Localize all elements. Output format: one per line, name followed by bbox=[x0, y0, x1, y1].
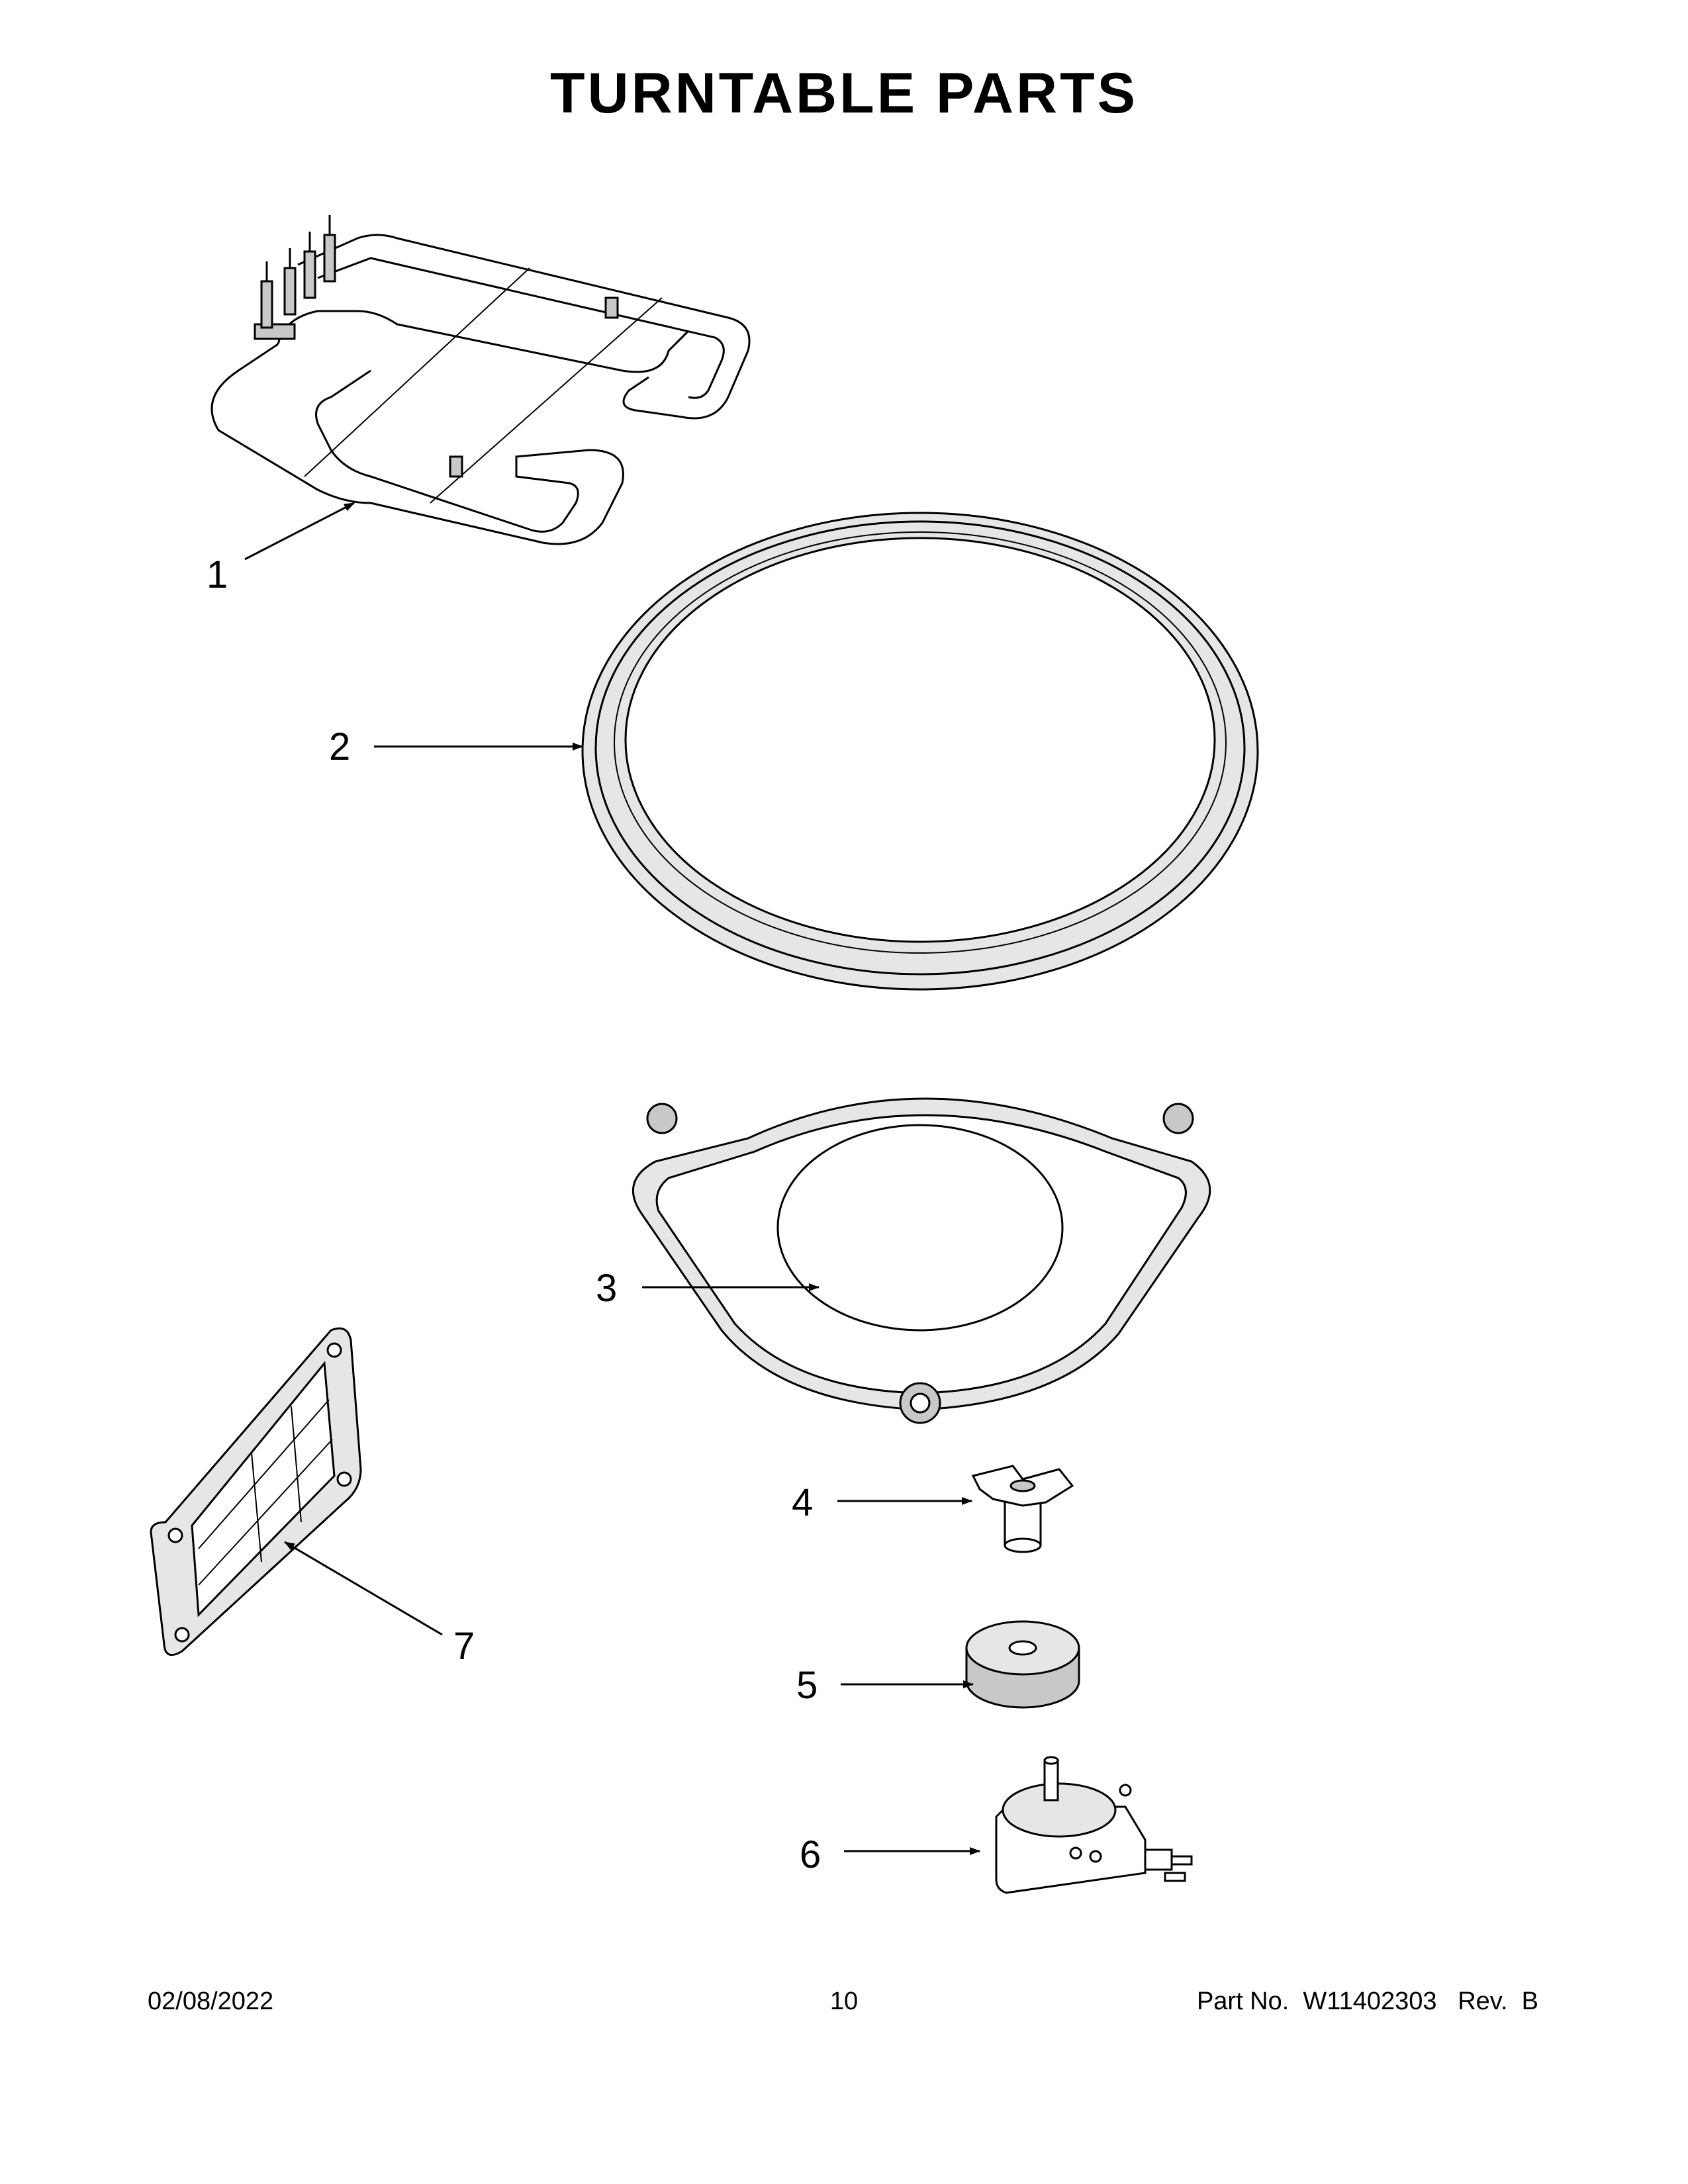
washer-part bbox=[965, 1620, 1080, 1709]
leader-lines bbox=[244, 502, 980, 1855]
turntable-glass-tray-part bbox=[581, 512, 1259, 991]
footer-date: 02/08/2022 bbox=[148, 1987, 274, 2015]
footer-part-number: Part No. W11402303 Rev. B bbox=[1196, 1987, 1538, 2015]
callout-7: 7 bbox=[453, 1625, 475, 1668]
leader-line-1 bbox=[244, 502, 355, 561]
turntable-motor-part bbox=[995, 1756, 1193, 1894]
leader-line-7 bbox=[284, 1541, 443, 1636]
callout-1: 1 bbox=[207, 553, 228, 596]
footer-page-number: 10 bbox=[829, 1987, 859, 2015]
callout-6: 6 bbox=[800, 1833, 821, 1876]
coupler-part bbox=[971, 1465, 1074, 1553]
page-title: TURNTABLE PARTS bbox=[549, 62, 1139, 125]
roller-ring-part bbox=[632, 1097, 1211, 1424]
callout-3: 3 bbox=[596, 1267, 617, 1310]
filter-frame-part bbox=[150, 1327, 362, 1657]
callout-4: 4 bbox=[792, 1481, 813, 1524]
callout-2: 2 bbox=[329, 725, 350, 768]
callout-5: 5 bbox=[796, 1664, 818, 1707]
heating-element-part bbox=[211, 215, 751, 545]
